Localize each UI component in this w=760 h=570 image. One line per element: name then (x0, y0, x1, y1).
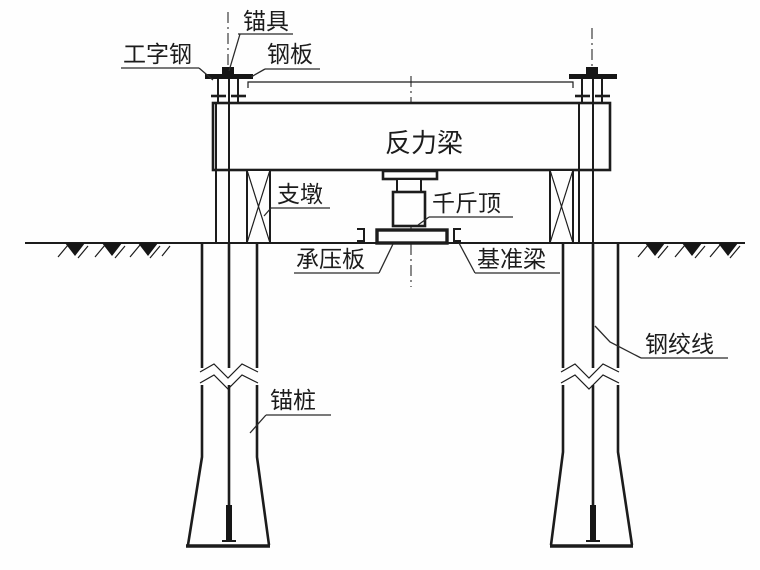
label-bearing-plate: 承压板 (294, 243, 394, 274)
right-steel-plate (569, 74, 617, 79)
anchor-pile-text: 锚桩 (270, 388, 316, 414)
reference-beam-right-channel (453, 228, 461, 242)
ground-hatch-right (637, 243, 741, 259)
strands-above-ground (215, 79, 594, 243)
label-steel-plate: 钢板 (250, 42, 320, 78)
right-pile-break-symbol (560, 363, 620, 390)
reaction-beam-text: 反力梁 (385, 129, 463, 159)
left-anchor-block (222, 67, 234, 75)
right-strand-anchor-tip (590, 505, 596, 541)
left-steel-plate (205, 74, 253, 79)
anchor-device-text: 锚具 (243, 9, 289, 35)
label-anchor-pile: 锚桩 (249, 388, 331, 434)
label-steel-strand: 钢绞线 (594, 325, 728, 359)
i-beam-text: 工字钢 (123, 42, 192, 68)
right-support-pier (549, 169, 574, 244)
bearing-plate-shape (375, 228, 449, 245)
bearing-plate-text: 承压板 (296, 247, 365, 273)
reference-beam-sections (357, 228, 461, 242)
jack-neck (396, 178, 422, 193)
label-anchor-device: 锚具 (228, 9, 293, 72)
label-reference-beam: 基准梁 (458, 242, 560, 274)
steel-strand-text: 钢绞线 (645, 332, 714, 358)
jack-assembly (375, 169, 449, 245)
label-reaction-beam: 反力梁 (385, 129, 463, 159)
annotations: 锚具 工字钢 钢板 反力梁 支墩 千斤顶 承压板 (121, 9, 728, 434)
right-anchor-block (586, 67, 598, 75)
left-support-pier (246, 169, 271, 244)
support-pier-text: 支墩 (277, 182, 323, 208)
label-support-pier: 支墩 (263, 182, 330, 217)
jack-body (391, 190, 427, 228)
left-strand-anchor-tip (226, 505, 232, 541)
ground-hatch-left (57, 243, 171, 259)
left-anchor-assembly (205, 67, 253, 103)
beam-top-plate-line (247, 81, 574, 88)
jack-top-plate (381, 169, 439, 181)
label-jack: 千斤顶 (417, 191, 513, 226)
ground (25, 242, 745, 259)
left-anchor-pile (186, 243, 271, 548)
steel-plate-text: 钢板 (267, 42, 313, 68)
reference-beam-left-channel (357, 228, 365, 242)
label-i-beam: 工字钢 (121, 42, 214, 81)
jack-text: 千斤顶 (432, 191, 501, 217)
reference-beam-text: 基准梁 (477, 247, 546, 273)
left-pile-break-symbol (199, 363, 259, 390)
right-anchor-assembly (569, 67, 617, 103)
right-anchor-pile (549, 243, 634, 548)
